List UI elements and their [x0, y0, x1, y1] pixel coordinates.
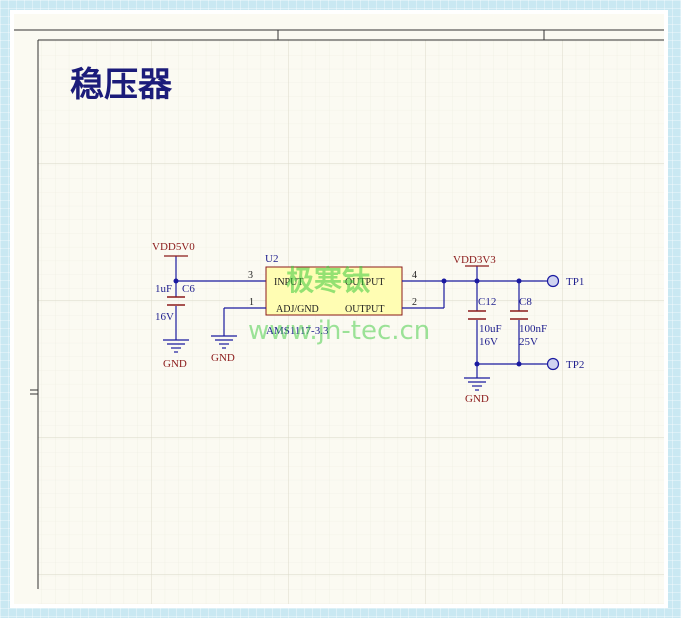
junction-dot: [474, 278, 480, 284]
junction-dot: [474, 361, 480, 367]
vout-net-label: VDD3V3: [453, 254, 496, 266]
c12-voltage: 16V: [479, 336, 498, 348]
tp1-label: TP1: [566, 276, 584, 288]
c8-capacitor-symbol: [510, 310, 528, 320]
junction-dot: [516, 361, 522, 367]
c6-voltage: 16V: [155, 311, 174, 323]
c6-value: 1uF: [155, 283, 172, 295]
u2-ref: U2: [265, 253, 278, 265]
gnd-symbol-c6: [163, 339, 189, 353]
c8-voltage: 25V: [519, 336, 538, 348]
c8-value: 100nF: [519, 323, 547, 335]
tp2-label: TP2: [566, 359, 584, 371]
u2-pin-adj-num: 1: [249, 297, 254, 308]
tp2-testpoint[interactable]: [543, 357, 560, 371]
page-title: 稳压器: [70, 65, 173, 105]
schematic-sheet: 稳压器 VDD5V0 C6 1uF 16V GND U2 INPUT ADJ/G…: [14, 14, 664, 604]
u2-ic-body: [265, 266, 403, 316]
junction-dot: [441, 278, 447, 284]
watermark-chinese: 极寒钛: [286, 264, 371, 297]
gnd-label-output: GND: [465, 393, 489, 405]
watermark-url: www.jh-tec.cn: [248, 316, 430, 346]
adj-gnd-net: [223, 307, 266, 336]
u2-pin-out-top-label: OUTPUT: [345, 277, 384, 288]
junction-dot: [173, 278, 179, 284]
tp1-testpoint[interactable]: [543, 274, 560, 288]
u2-pin-out-bottom-num: 2: [412, 297, 417, 308]
gnd-symbol-u2: [211, 335, 237, 349]
sheet-border: [14, 29, 664, 589]
u2-pin-out-bottom-label: OUTPUT: [345, 304, 384, 315]
u2-pin-adj-label: ADJ/GND: [276, 304, 319, 315]
u2-pin-input-num: 3: [248, 270, 253, 281]
u2-pin-out-top-num: 4: [412, 270, 417, 281]
c12-ref: C12: [478, 296, 496, 308]
junction-dot: [516, 278, 522, 284]
input-net: [175, 256, 266, 340]
c6-ref: C6: [182, 283, 195, 295]
grid-major: [38, 40, 664, 604]
u2-part-number: AMS1117-3.3: [266, 325, 329, 337]
c8-ref: C8: [519, 296, 532, 308]
gnd-label-c6: GND: [163, 358, 187, 370]
u2-pin-input-label: INPUT: [274, 277, 303, 288]
c12-capacitor-symbol: [468, 310, 486, 320]
vin-net-label: VDD5V0: [152, 241, 195, 253]
gnd-symbol-output: [464, 377, 490, 391]
gnd-label-u2: GND: [211, 352, 235, 364]
c6-capacitor-symbol: [167, 296, 185, 306]
regulator-schematic: 稳压器 VDD5V0 C6 1uF 16V GND U2 INPUT ADJ/G…: [14, 29, 664, 604]
c12-value: 10uF: [479, 323, 502, 335]
